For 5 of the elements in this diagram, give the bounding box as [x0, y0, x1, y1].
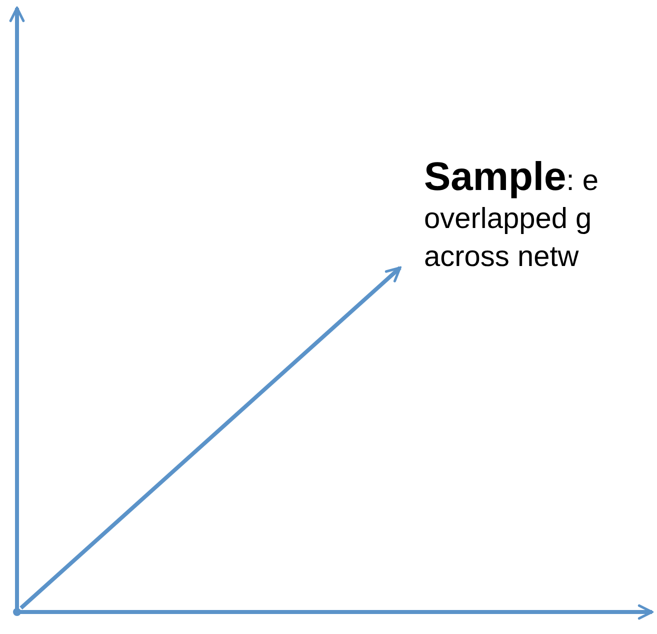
text-line: overlapped g	[424, 202, 593, 237]
text-line: Sample: e	[424, 158, 599, 200]
arrow	[20, 266, 402, 610]
text-line: across netw	[424, 240, 580, 275]
origin-point	[13, 608, 21, 616]
